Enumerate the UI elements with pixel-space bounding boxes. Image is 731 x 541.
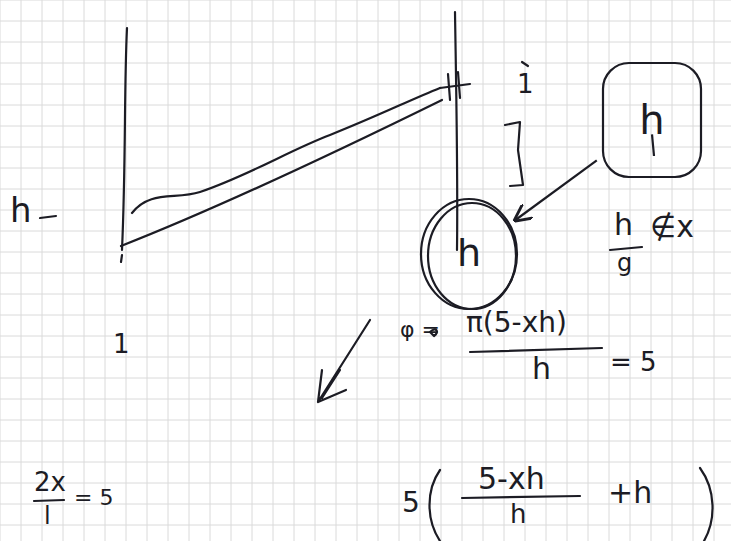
grid-line bbox=[42, 0, 43, 541]
grid-line bbox=[357, 0, 358, 541]
one-tick bbox=[522, 62, 528, 66]
grid-line bbox=[0, 84, 731, 85]
handwritten-note: φ = bbox=[400, 318, 440, 342]
handwritten-note: 5 bbox=[402, 488, 420, 519]
grid-line bbox=[0, 336, 731, 337]
circled-term: h bbox=[418, 196, 520, 312]
grid-line bbox=[210, 0, 211, 541]
handwritten-note: +h bbox=[608, 476, 652, 509]
grid-line bbox=[0, 441, 731, 442]
handwritten-note: l bbox=[44, 503, 51, 529]
handwritten-note: g bbox=[617, 250, 632, 276]
grid-line bbox=[0, 147, 731, 148]
handwritten-note: h bbox=[510, 500, 526, 529]
grid-line bbox=[609, 0, 610, 541]
grid-line bbox=[315, 0, 316, 541]
grid-line bbox=[294, 0, 295, 541]
grid-line bbox=[84, 0, 85, 541]
handwritten-note: ∉x bbox=[650, 210, 694, 243]
open-paren bbox=[430, 470, 441, 541]
big-arrow bbox=[318, 320, 370, 402]
node-text: h bbox=[457, 233, 481, 275]
grid-line bbox=[189, 0, 190, 541]
bracket bbox=[505, 122, 523, 186]
arrow-connector bbox=[515, 160, 597, 220]
node-text: h bbox=[639, 98, 664, 142]
grid-line bbox=[399, 0, 400, 541]
grid-line bbox=[0, 42, 731, 43]
grid-line bbox=[483, 0, 484, 541]
grid-line bbox=[378, 0, 379, 541]
handwritten-note: = 5 bbox=[610, 348, 657, 377]
curve bbox=[132, 88, 440, 213]
right-axis bbox=[455, 12, 457, 250]
left-axis bbox=[121, 28, 127, 262]
grid-line bbox=[0, 0, 731, 1]
grid-line bbox=[0, 126, 731, 127]
handwritten-note: 2x bbox=[34, 468, 66, 497]
handwritten-note: h bbox=[10, 192, 32, 229]
grid-line bbox=[0, 21, 731, 22]
grid-line bbox=[441, 0, 442, 541]
grid-line bbox=[0, 168, 731, 169]
grid-line bbox=[0, 105, 731, 106]
grid-line bbox=[651, 0, 652, 541]
grid-line bbox=[0, 525, 731, 526]
grid-line bbox=[252, 0, 253, 541]
grid-line bbox=[0, 420, 731, 421]
handwritten-note: π(5-xh) bbox=[466, 308, 567, 339]
grid-line bbox=[693, 0, 694, 541]
grid-line bbox=[0, 189, 731, 190]
grid-line bbox=[0, 0, 1, 541]
handwritten-note: h bbox=[532, 352, 551, 385]
grid-line bbox=[0, 378, 731, 379]
grid-line bbox=[273, 0, 274, 541]
h-tick bbox=[40, 216, 56, 218]
grid-line bbox=[0, 462, 731, 463]
grid-line bbox=[420, 0, 421, 541]
handwritten-note: 5-xh bbox=[478, 462, 545, 495]
grid-line bbox=[714, 0, 715, 541]
grid-line bbox=[504, 0, 505, 541]
grid-line bbox=[231, 0, 232, 541]
grid-line bbox=[0, 315, 731, 316]
grid-line bbox=[546, 0, 547, 541]
cross-mark bbox=[440, 72, 470, 100]
grid-line bbox=[0, 294, 731, 295]
grid-line bbox=[0, 399, 731, 400]
grid-line bbox=[105, 0, 106, 541]
grid-line bbox=[21, 0, 22, 541]
grid-line bbox=[168, 0, 169, 541]
grid-line bbox=[147, 0, 148, 541]
grid-line bbox=[672, 0, 673, 541]
straight-line bbox=[121, 100, 442, 246]
grid-line bbox=[567, 0, 568, 541]
handwritten-note: 1 bbox=[517, 70, 534, 99]
grid-line bbox=[63, 0, 64, 541]
fraction-bar bbox=[34, 500, 64, 501]
close-paren bbox=[700, 468, 713, 541]
grid-line bbox=[336, 0, 337, 541]
fraction-bar bbox=[462, 496, 580, 498]
handwritten-note: = 5 bbox=[74, 486, 113, 510]
handwritten-note: h bbox=[614, 208, 633, 241]
boxed-term: h bbox=[600, 60, 704, 180]
grid-line bbox=[588, 0, 589, 541]
handwritten-note: 1 bbox=[113, 330, 130, 359]
